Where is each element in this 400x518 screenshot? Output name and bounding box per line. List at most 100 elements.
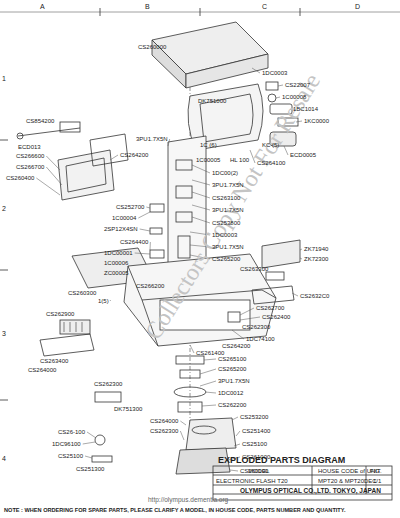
source-url: http://olympus.dementia.org bbox=[148, 497, 228, 504]
leader-line bbox=[83, 442, 95, 444]
title-block-cell: FIG. bbox=[370, 468, 382, 474]
part-number: 1DC00001 bbox=[104, 250, 133, 256]
leader-line bbox=[300, 249, 302, 250]
leader-line bbox=[252, 68, 260, 73]
part-number: CS260000 bbox=[138, 44, 166, 50]
title-block-cell: MODEL bbox=[248, 468, 269, 474]
leader-line bbox=[200, 369, 216, 374]
grid-reference: 2 bbox=[2, 205, 6, 212]
grid-reference: 3 bbox=[2, 330, 6, 337]
title-block-cell: ELECTRONIC FLASH T20 bbox=[216, 478, 288, 484]
diagram-title: EXPLODED PARTS DIAGRAM bbox=[218, 456, 345, 465]
leader-line bbox=[168, 139, 170, 146]
order-note: NOTE : WHEN ORDERING FOR SPARE PARTS, PL… bbox=[4, 508, 345, 514]
part-number: CS264200 bbox=[222, 343, 250, 349]
part-number: CS264100 bbox=[257, 160, 285, 166]
part-number: 1(5) bbox=[98, 298, 109, 304]
part-number: 1C00005 bbox=[196, 157, 220, 163]
leader-line bbox=[276, 97, 280, 98]
part-number: CS251400 bbox=[242, 428, 270, 434]
part-number: CS264000 bbox=[28, 367, 56, 373]
part-number: CS25100 bbox=[58, 453, 83, 459]
part-number: CS261400 bbox=[196, 350, 224, 356]
part-number: CS260400 bbox=[6, 175, 34, 181]
grid-reference: A bbox=[40, 3, 45, 10]
part-number: CS262300 bbox=[94, 381, 122, 387]
grid-reference: C bbox=[262, 3, 267, 10]
leader-line bbox=[190, 345, 194, 353]
part-number: HL 100 bbox=[230, 157, 249, 163]
part-number: CS266600 bbox=[16, 153, 44, 159]
leader-line bbox=[202, 405, 216, 406]
part-number: ZC00005 bbox=[104, 270, 129, 276]
leader-line bbox=[240, 317, 260, 320]
part-number: 3PU1.7X5N bbox=[218, 378, 250, 384]
part-number: DK751000 bbox=[198, 98, 226, 104]
part-number: CS265100 bbox=[218, 356, 246, 362]
leader-line bbox=[278, 85, 283, 86]
part-number: CS253800 bbox=[212, 220, 240, 226]
part-number: 1DC0003 bbox=[262, 70, 287, 76]
part-number: CS262900 bbox=[46, 311, 74, 317]
part-number: KC (5) bbox=[262, 142, 279, 148]
leader-line bbox=[236, 431, 240, 436]
leader-line bbox=[300, 258, 302, 259]
part-number: CS263300 bbox=[240, 266, 268, 272]
grid-reference: D bbox=[355, 3, 360, 10]
part-number: CS262300 bbox=[150, 428, 178, 434]
leader-line bbox=[46, 167, 62, 185]
part-number: CS264400 bbox=[120, 239, 148, 245]
part-number: CS262700 bbox=[256, 305, 284, 311]
part-number: 1DC0003 bbox=[212, 232, 237, 238]
part-number: CS266200 bbox=[136, 283, 164, 289]
part-number: CS854200 bbox=[26, 118, 54, 124]
leader-line bbox=[180, 421, 186, 425]
part-number: CS252700 bbox=[116, 204, 144, 210]
leader-line bbox=[46, 156, 60, 170]
leader-line bbox=[292, 293, 298, 296]
leader-line bbox=[204, 359, 216, 360]
part-number: 1DC00(2) bbox=[212, 170, 238, 176]
part-number: 3PU1.7X5N bbox=[212, 244, 244, 250]
leader-line bbox=[146, 207, 150, 208]
part-number: 1C00008 bbox=[282, 94, 306, 100]
leader-line bbox=[110, 300, 112, 301]
part-number: 1C00004 bbox=[112, 215, 136, 221]
part-number: 3PU1.7X5N bbox=[136, 136, 168, 142]
part-number: 1DC74100 bbox=[246, 336, 275, 342]
part-number: 1KC0000 bbox=[304, 118, 329, 124]
leader-line bbox=[192, 192, 210, 198]
leader-line bbox=[150, 242, 151, 250]
title-block-cell: 1/1 bbox=[373, 478, 381, 484]
leader-line bbox=[135, 253, 150, 254]
leader-line bbox=[85, 456, 92, 458]
leader-line bbox=[230, 470, 238, 471]
part-number: 1DC96100 bbox=[52, 441, 81, 447]
leader-line bbox=[232, 417, 238, 420]
leader-line bbox=[138, 212, 150, 218]
leader-line bbox=[240, 308, 254, 315]
part-number: CS263100 bbox=[212, 195, 240, 201]
part-number: CS265200 bbox=[212, 256, 240, 262]
part-number: CS264000 bbox=[150, 418, 178, 424]
leader-line bbox=[205, 392, 216, 393]
title-block-cell: OLYMPUS OPTICAL CO.,LTD. TOKYO, JAPAN bbox=[240, 488, 381, 495]
part-number: CS251300 bbox=[76, 466, 104, 472]
leader-line bbox=[192, 180, 210, 185]
grid-reference: 4 bbox=[2, 455, 6, 462]
part-number: CS25100 bbox=[242, 441, 267, 447]
part-number: CS262300 bbox=[242, 324, 270, 330]
part-number: CS2632C0 bbox=[300, 293, 329, 299]
leader-line bbox=[36, 178, 60, 195]
leader-line bbox=[87, 432, 96, 438]
part-number: 2SP12X4SN bbox=[104, 226, 138, 232]
part-number: CS264200 bbox=[120, 152, 148, 158]
grid-reference: B bbox=[145, 3, 150, 10]
part-number: 3PU1.7X5N bbox=[212, 182, 244, 188]
part-number: CS265200 bbox=[218, 366, 246, 372]
part-number: CS262200 bbox=[218, 402, 246, 408]
leader-line bbox=[180, 431, 184, 440]
part-number: CS26-100 bbox=[58, 429, 85, 435]
leader-line bbox=[140, 229, 150, 231]
part-number: CS260300 bbox=[68, 290, 96, 296]
